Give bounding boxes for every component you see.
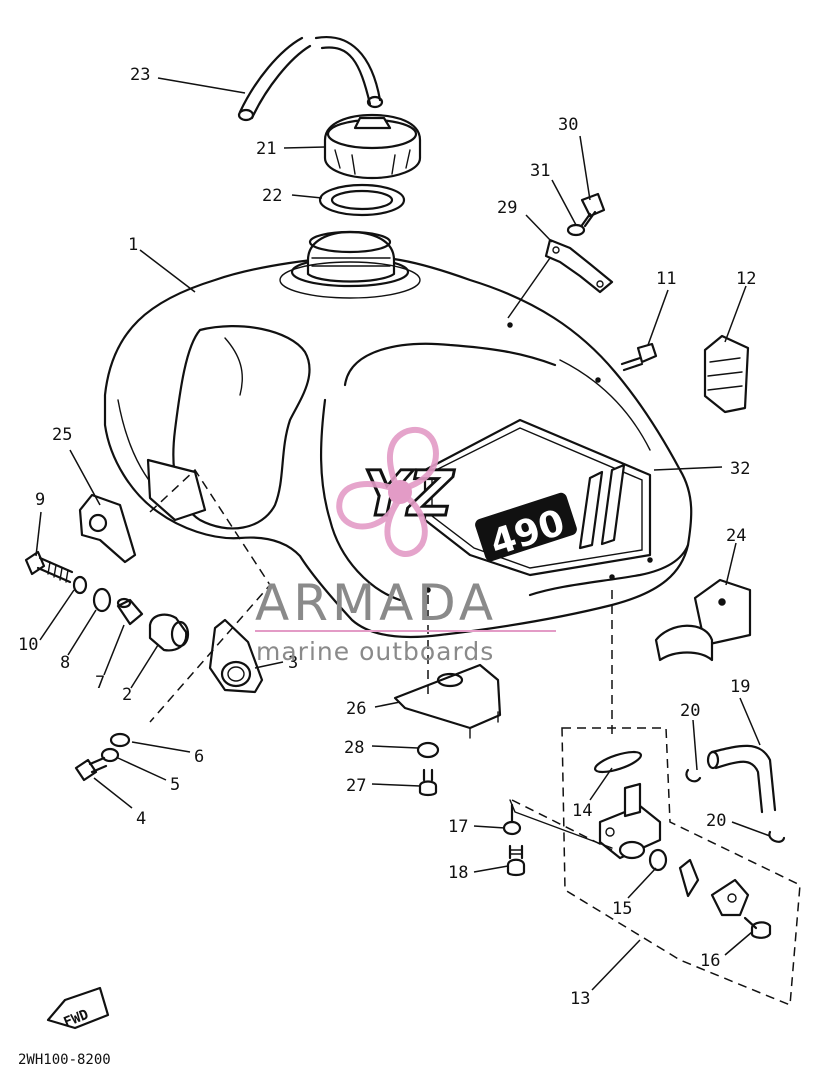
callout-24: 24 xyxy=(726,526,746,546)
drawing-code: 2WH100-8200 xyxy=(18,1052,111,1068)
filler-cap-21 xyxy=(323,113,422,180)
fuel-line-19 xyxy=(706,744,777,814)
bolt-11 xyxy=(620,342,658,372)
callout-22: 22 xyxy=(262,186,282,206)
o-ring-15 xyxy=(648,848,668,872)
callout-23: 23 xyxy=(130,65,150,85)
washer-31 xyxy=(566,223,586,237)
collar-7 xyxy=(116,597,144,626)
callout-26: 26 xyxy=(346,699,366,719)
plate-26 xyxy=(393,663,502,739)
fuel-cock-assembly-13 xyxy=(561,727,801,1007)
bolt-4 xyxy=(74,756,108,782)
callout-21: 21 xyxy=(256,139,276,159)
callout-18: 18 xyxy=(448,863,468,883)
bracket-3 xyxy=(208,618,264,694)
callout-20b: 20 xyxy=(706,811,726,831)
o-ring-14 xyxy=(593,750,643,774)
callout-28: 28 xyxy=(344,738,364,758)
callout-13: 13 xyxy=(570,989,590,1009)
watermark-logo-hub xyxy=(388,480,412,504)
damper-24 xyxy=(654,578,752,662)
damper-25 xyxy=(78,493,137,564)
bolt-17 xyxy=(502,803,522,836)
callout-7: 7 xyxy=(95,673,105,693)
callout-20a: 20 xyxy=(680,701,700,721)
callouts: 23 21 22 30 31 29 1 11 12 25 32 9 24 10 … xyxy=(18,65,756,1009)
callout-29: 29 xyxy=(497,198,517,218)
watermark-logo xyxy=(336,427,439,557)
washer-28 xyxy=(416,741,440,759)
callout-30: 30 xyxy=(558,115,578,135)
bolt-27 xyxy=(418,768,438,797)
callout-15: 15 xyxy=(612,899,632,919)
callout-16: 16 xyxy=(700,951,720,971)
damper-2 xyxy=(148,613,190,652)
callout-31: 31 xyxy=(530,161,550,181)
callout-9: 9 xyxy=(35,490,45,510)
washer-10 xyxy=(72,575,88,595)
damper-12 xyxy=(703,334,750,414)
clip-20a xyxy=(685,768,702,783)
cap-gasket-22 xyxy=(318,183,406,217)
callout-27: 27 xyxy=(346,776,366,796)
assembly-lines xyxy=(149,468,613,851)
callout-2: 2 xyxy=(122,685,132,705)
bracket-29 xyxy=(544,238,614,294)
callout-8: 8 xyxy=(60,653,70,673)
tank-decal-logo: YZ xyxy=(354,458,460,530)
callout-5: 5 xyxy=(170,775,180,795)
leader-lines xyxy=(35,77,771,991)
callout-12: 12 xyxy=(736,269,756,289)
bolt-18 xyxy=(506,844,526,877)
callout-25: 25 xyxy=(52,425,72,445)
callout-14: 14 xyxy=(572,801,592,821)
watermark-tagline: marine outboards xyxy=(256,637,494,666)
fwd-arrow: FWD xyxy=(46,986,110,1031)
plate xyxy=(710,878,750,917)
callout-17: 17 xyxy=(448,817,468,837)
callout-32: 32 xyxy=(730,459,750,479)
callout-6: 6 xyxy=(194,747,204,767)
bolt-30 xyxy=(578,192,606,230)
fuel-hose-23 xyxy=(237,35,384,122)
washer-5 xyxy=(100,747,120,763)
washer-6 xyxy=(109,732,131,748)
lever xyxy=(678,858,700,898)
callout-11: 11 xyxy=(656,269,676,289)
callout-3: 3 xyxy=(288,653,298,673)
clip-20b xyxy=(768,830,786,843)
fuel-cock-body xyxy=(598,782,662,860)
watermark: ARMADA marine outboards xyxy=(255,427,556,666)
callout-19: 19 xyxy=(730,677,750,697)
bolt-9 xyxy=(24,550,74,584)
callout-4: 4 xyxy=(136,809,146,829)
tank-decal-number-plate xyxy=(475,492,577,562)
callout-10: 10 xyxy=(18,635,38,655)
washer-8 xyxy=(92,587,112,613)
watermark-brand: ARMADA xyxy=(255,574,497,632)
tank-decal-stripes xyxy=(578,463,626,550)
callout-1: 1 xyxy=(128,235,138,255)
screw-16 xyxy=(743,916,772,939)
